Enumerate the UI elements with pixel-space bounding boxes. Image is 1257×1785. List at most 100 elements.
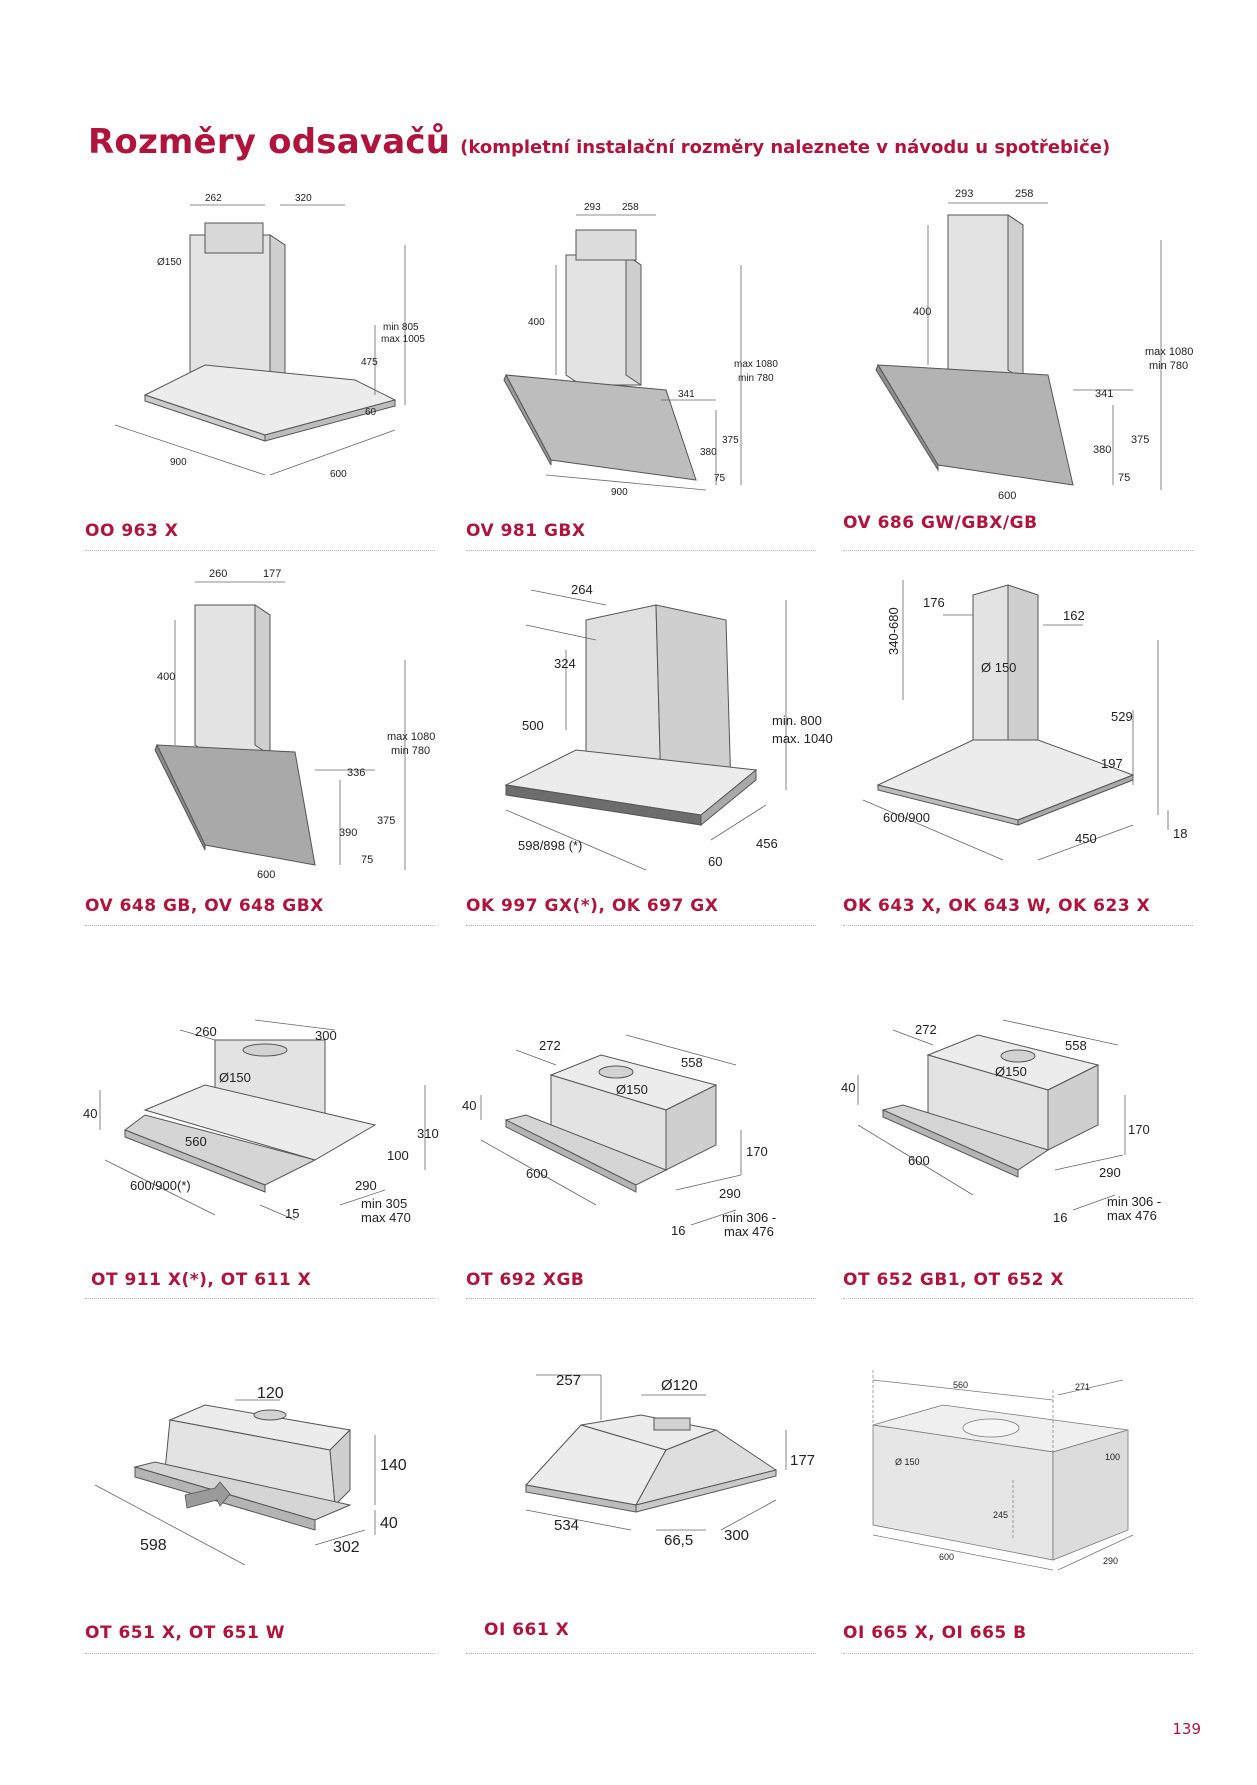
divider [466,550,816,551]
product-label: OT 651 X, OT 651 W [85,1623,285,1643]
dim-label: min 305 [361,1196,407,1211]
dim-label: 380 [700,447,717,458]
dim-label: 197 [1101,756,1123,771]
dim-label: 245 [993,1510,1008,1520]
product-ot651: 120 140 40 598 302 OT 651 X, OT 651 W [85,1360,435,1720]
dim-label: 529 [1111,709,1133,724]
product-ot911: 260 300 Ø150 40 560 310 100 600/900(*) 2… [83,1000,439,1360]
product-oi665: 560 271 Ø 150 100 245 600 290 OI 665 X, … [843,1360,1193,1720]
dim-label: 400 [528,317,545,328]
dim-label: 598/898 (*) [518,838,582,853]
divider [843,1653,1193,1654]
dim-label: 600 [998,490,1016,502]
dim-label: min 306 - [722,1210,776,1225]
dim-label: 260 [209,568,227,580]
dim-label: 290 [1099,1165,1121,1180]
dim-label: 290 [1103,1556,1118,1566]
dim-label: 293 [584,202,601,213]
dim-label: 600 [330,469,347,480]
dim-label: 300 [315,1028,337,1043]
dim-label: 100 [1105,1452,1120,1462]
dim-label: max 1080 [387,731,435,743]
dim-label: 40 [83,1106,97,1121]
dim-label: 272 [915,1022,937,1037]
dim-label: 16 [1053,1210,1067,1225]
hood-drawing-telescopic: 272 558 Ø150 40 170 600 290 16 min 306 -… [841,1019,1161,1225]
dim-label: 177 [263,568,281,580]
dim-label: 336 [347,767,365,779]
dim-label: 60 [708,854,722,869]
dim-label: 260 [195,1024,217,1039]
dim-label: min 805 [383,322,419,333]
dim-label: 75 [714,473,726,484]
product-oi661: 257 Ø120 177 534 66,5 300 OI 661 X [466,1360,816,1720]
dim-label: 600 [526,1166,548,1181]
dim-label: 900 [611,487,628,498]
dim-label: 598 [140,1537,167,1554]
dim-label: 600 [257,869,275,881]
dim-label: 264 [571,582,593,597]
dim-label: 257 [556,1372,581,1389]
product-label: OO 963 X [85,521,179,541]
product-ok643: 176 162 340-680 Ø 150 529 197 600/900 45… [843,560,1193,926]
product-label: OK 997 GX(*), OK 697 GX [466,896,719,916]
divider [85,1298,435,1299]
dim-label: 534 [554,1517,579,1534]
dim-label: 390 [339,827,357,839]
dim-label: 271 [1075,1382,1090,1392]
dim-label: 40 [380,1515,398,1532]
hood-drawing-telescopic: 260 300 Ø150 40 560 310 100 600/900(*) 2… [83,1019,439,1225]
dim-label: 162 [1063,608,1085,623]
dim-label: 140 [380,1457,407,1474]
dim-label: 600/900 [883,810,930,825]
product-label: OV 981 GBX [466,521,586,541]
product-ot692: 272 558 Ø150 40 170 600 290 16 min 306 -… [462,1000,816,1360]
dim-label: Ø 150 [981,660,1016,675]
hood-drawing-island: 262 320 Ø150 min 805 max 1005 475 60 900… [114,193,425,480]
dim-label: Ø150 [157,257,182,268]
dim-label: 375 [377,815,395,827]
dim-label: min 780 [391,745,430,757]
hood-drawing-angled: 260 177 400 max 1080 min 780 336 375 390… [154,568,435,881]
hood-drawing-pyramid: 176 162 340-680 Ø 150 529 197 600/900 45… [862,580,1187,861]
dim-label: min. 800 [772,713,822,728]
product-oo963x: 262 320 Ø150 min 805 max 1005 475 60 900… [85,185,435,551]
hood-drawing-angled: 293 258 400 max 1080 min 780 341 375 380… [503,202,778,498]
dim-label: max. 1040 [772,731,833,746]
dim-label: 100 [387,1148,409,1163]
dim-label: 341 [1095,388,1113,400]
dim-label: 900 [170,457,187,468]
divider [843,1298,1193,1299]
dim-label: 40 [841,1080,855,1095]
hood-drawing-builtin: 257 Ø120 177 534 66,5 300 [525,1372,815,1549]
dim-label: max 1080 [734,359,778,370]
product-label: OI 661 X [484,1620,570,1640]
dim-label: 400 [913,306,931,318]
dim-label: 120 [257,1385,284,1402]
dim-label: Ø120 [661,1377,698,1394]
divider [85,925,435,926]
dim-label: 170 [1128,1122,1150,1137]
product-ot652: 272 558 Ø150 40 170 600 290 16 min 306 -… [841,1000,1193,1360]
dim-label: 290 [355,1178,377,1193]
product-ov648: 260 177 400 max 1080 min 780 336 375 390… [85,560,435,926]
dim-label: 262 [205,193,222,204]
product-ov981gbx: 293 258 400 max 1080 min 780 341 375 380… [466,185,816,551]
dim-label: 60 [365,407,377,418]
dim-label: 558 [1065,1038,1087,1053]
dim-label: 558 [681,1055,703,1070]
dim-label: 300 [724,1527,749,1544]
page-title: Rozměry odsavačů [88,122,451,162]
divider [466,1298,816,1299]
divider [843,550,1193,551]
dim-label: 293 [955,188,973,200]
dim-label: 400 [157,671,175,683]
dim-label: 341 [678,389,695,400]
dim-label: 320 [295,193,312,204]
dim-label: 600/900(*) [130,1178,191,1193]
dim-label: 475 [361,357,378,368]
product-label: OI 665 X, OI 665 B [843,1623,1027,1643]
dim-label: 40 [462,1098,476,1113]
dim-label: 310 [417,1126,439,1141]
divider [85,1653,435,1654]
